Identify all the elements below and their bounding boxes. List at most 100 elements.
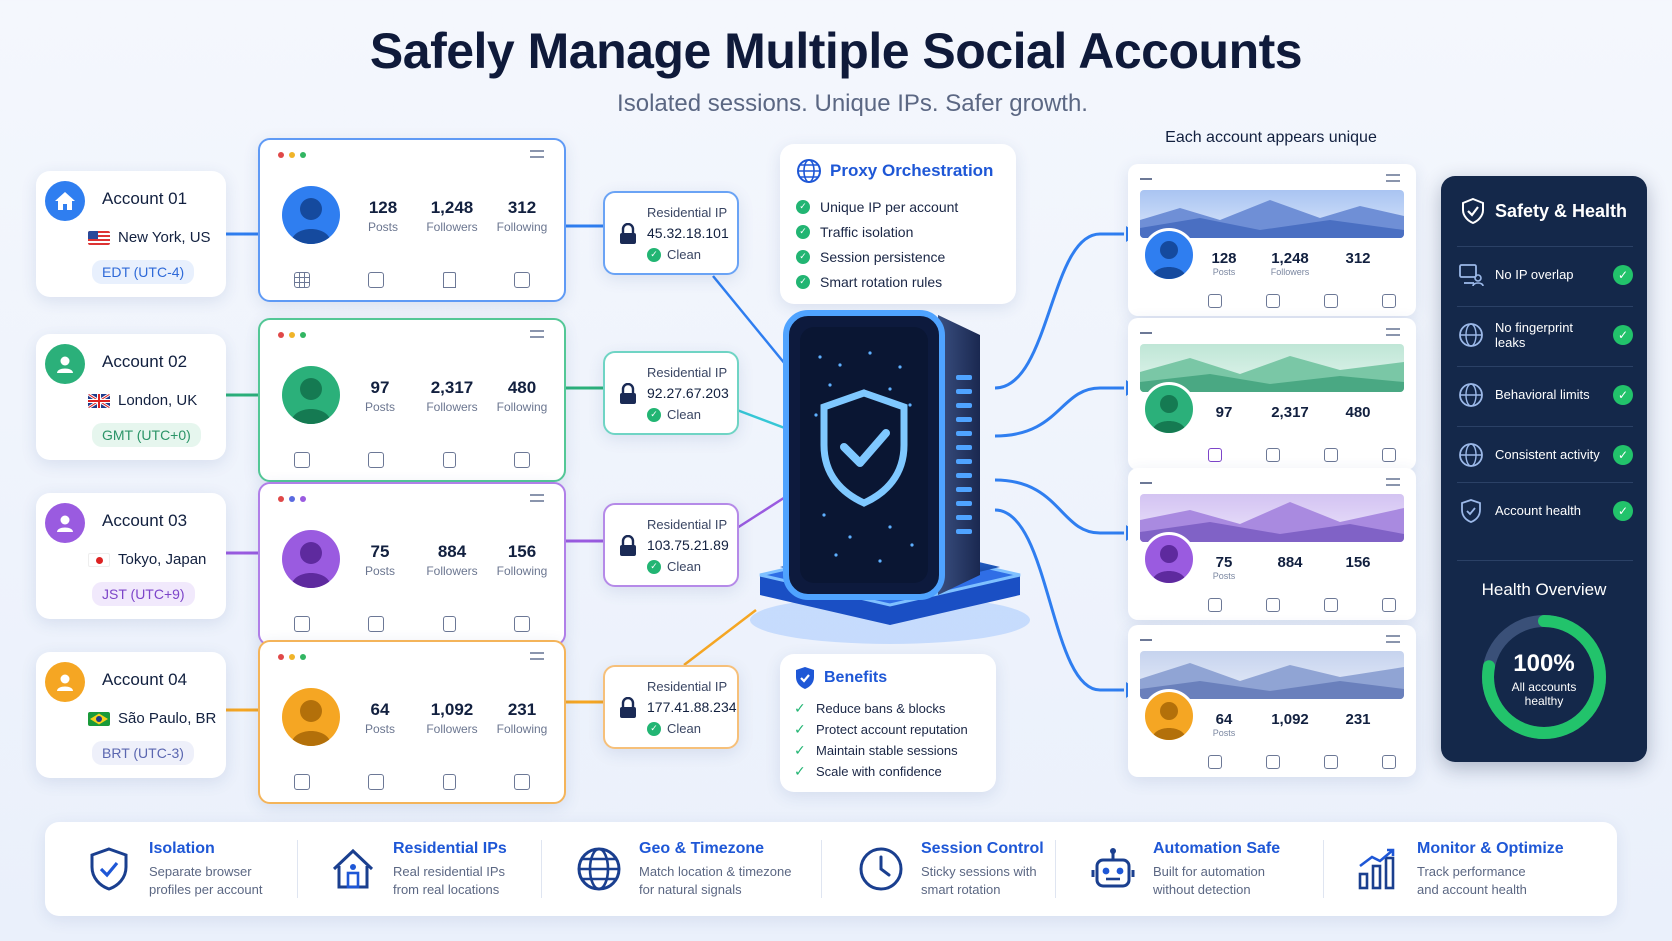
health-percent-label: All accounts healthy xyxy=(1511,680,1577,708)
video-icon[interactable] xyxy=(368,774,385,790)
tagged-user-icon[interactable] xyxy=(513,272,530,288)
proxy-item: ✓Unique IP per account xyxy=(796,194,1000,219)
stat-following: 156 xyxy=(1345,554,1371,571)
check-icon: ✓ xyxy=(647,559,661,574)
menu-icon[interactable] xyxy=(1386,174,1400,182)
tagged-user-icon[interactable] xyxy=(1382,755,1396,769)
video-icon[interactable] xyxy=(368,452,385,468)
ip-card-04[interactable]: Residential IP 177.41.88.234 ✓Clean xyxy=(603,665,739,749)
profile-tabs xyxy=(1208,755,1396,769)
check-icon: ✓ xyxy=(794,700,806,716)
profile-tabs xyxy=(282,272,542,288)
safety-item-ip-overlap: No IP overlap✓ xyxy=(1457,246,1633,302)
account-location: São Paulo, BR xyxy=(88,710,216,727)
line-ip4 xyxy=(683,609,757,666)
stat-following: 312 xyxy=(1345,250,1371,267)
menu-icon[interactable] xyxy=(530,150,544,158)
shield-icon xyxy=(796,667,814,689)
tagged-user-icon[interactable] xyxy=(1382,448,1396,462)
ip-card-02[interactable]: Residential IP 92.27.67.203 ✓Clean xyxy=(603,351,739,435)
bookmark-icon[interactable] xyxy=(442,616,456,632)
proxy-server-illustration xyxy=(750,310,1030,644)
account-card-02[interactable]: Account 02 London, UK GMT (UTC+0) xyxy=(36,334,226,460)
bookmark-icon[interactable] xyxy=(442,452,456,468)
menu-icon[interactable] xyxy=(1386,328,1400,336)
menu-icon[interactable] xyxy=(530,330,544,338)
tagged-user-icon[interactable] xyxy=(513,616,530,632)
cover-banner xyxy=(1140,494,1404,542)
menu-icon[interactable] xyxy=(530,494,544,502)
account-location: Tokyo, Japan xyxy=(88,551,206,568)
video-icon[interactable] xyxy=(1266,448,1280,462)
tagged-user-icon[interactable] xyxy=(1382,598,1396,612)
check-icon: ✓ xyxy=(647,247,661,262)
video-icon[interactable] xyxy=(1266,598,1280,612)
grid-icon[interactable] xyxy=(294,616,310,632)
bookmark-icon[interactable] xyxy=(1324,294,1338,308)
unique-profile-card-02[interactable]: 97 2,317 480 xyxy=(1128,318,1416,470)
grid-icon[interactable] xyxy=(294,774,310,790)
video-icon[interactable] xyxy=(368,272,385,288)
safety-item-health: Account health✓ xyxy=(1457,482,1633,538)
grid-icon[interactable] xyxy=(294,272,310,288)
account-name: Account 04 xyxy=(102,670,188,689)
account-card-03[interactable]: Account 03 Tokyo, Japan JST (UTC+9) xyxy=(36,493,226,619)
safety-title: Safety & Health xyxy=(1461,198,1627,224)
shield-check-icon xyxy=(820,389,908,507)
account-location: London, UK xyxy=(88,392,197,409)
ip-status: ✓Clean xyxy=(647,721,701,736)
menu-icon[interactable] xyxy=(1386,635,1400,643)
account-location: New York, US xyxy=(88,229,211,246)
bookmark-icon[interactable] xyxy=(442,774,456,790)
benefit-item: ✓Scale with confidence xyxy=(794,763,942,779)
proxy-item: ✓Traffic isolation xyxy=(796,219,1000,244)
benefit-item: ✓Reduce bans & blocks xyxy=(794,700,946,716)
video-icon[interactable] xyxy=(368,616,385,632)
menu-icon[interactable] xyxy=(530,652,544,660)
timezone-badge: GMT (UTC+0) xyxy=(92,423,201,447)
bookmark-icon[interactable] xyxy=(1324,755,1338,769)
ip-card-01[interactable]: Residential IP 45.32.18.101 ✓Clean xyxy=(603,191,739,275)
check-icon: ✓ xyxy=(796,274,810,289)
bookmark-icon[interactable] xyxy=(1324,448,1338,462)
timezone-badge: BRT (UTC-3) xyxy=(92,741,194,765)
grid-icon[interactable] xyxy=(1208,598,1222,612)
video-icon[interactable] xyxy=(1266,294,1280,308)
grid-icon[interactable] xyxy=(1208,755,1222,769)
ip-status: ✓Clean xyxy=(647,407,701,422)
bookmark-icon[interactable] xyxy=(442,272,456,288)
stat-followers: 884 xyxy=(1277,554,1303,571)
grid-icon[interactable] xyxy=(294,452,310,468)
location-text: São Paulo, BR xyxy=(118,710,217,727)
menu-icon[interactable] xyxy=(1386,478,1400,486)
safety-item-fingerprint: No fingerprint leaks✓ xyxy=(1457,306,1633,362)
tagged-user-icon[interactable] xyxy=(513,452,530,468)
tagged-user-icon[interactable] xyxy=(513,774,530,790)
tagged-user-icon[interactable] xyxy=(1382,294,1396,308)
grid-icon[interactable] xyxy=(1208,448,1222,462)
account-card-01[interactable]: Account 01 New York, US EDT (UTC-4) xyxy=(36,171,226,297)
grid-icon[interactable] xyxy=(1208,294,1222,308)
video-icon[interactable] xyxy=(1266,755,1280,769)
ip-card-03[interactable]: Residential IP 103.75.21.89 ✓Clean xyxy=(603,503,739,587)
bookmark-icon[interactable] xyxy=(1324,598,1338,612)
account-card-04[interactable]: Account 04 São Paulo, BR BRT (UTC-3) xyxy=(36,652,226,778)
ip-label: Residential IP xyxy=(647,205,728,220)
